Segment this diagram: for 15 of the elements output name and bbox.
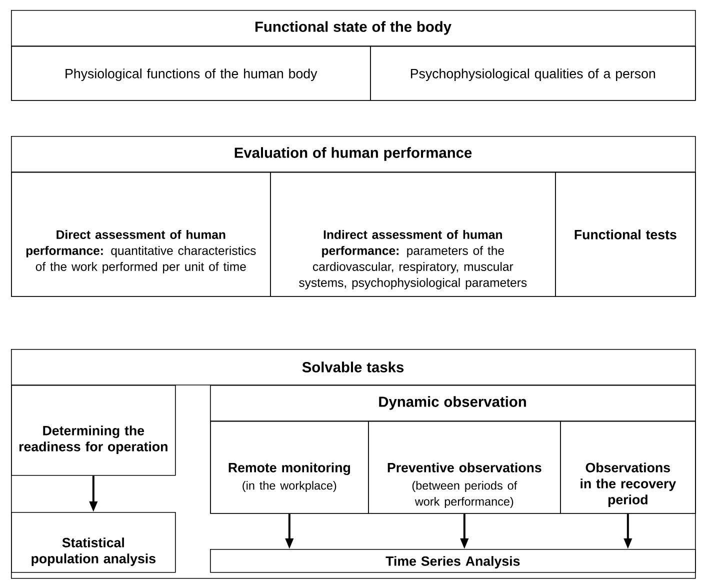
table-header: Functional state of the body — [255, 21, 452, 35]
process-box: Observations in the recovery period — [560, 421, 696, 514]
process-box: Functional tests — [555, 172, 696, 297]
process-box: Determining the readiness for operation — [11, 385, 176, 476]
process-box: Statistical population analysis — [11, 512, 176, 573]
table-cell: Indirect assessment of human performance: parameters of the cardiovascular, respiratory, muscular systems, psychophysiological parameters — [270, 172, 556, 297]
process-box: Remote monitoring (in the workplace) — [210, 421, 369, 514]
process-box: Time Series Analysis — [210, 549, 696, 573]
table-header: Solvable tasks — [302, 362, 404, 372]
table-header: Dynamic observation — [379, 396, 526, 410]
table-cell: Psychophysiological qualities of a person — [370, 46, 696, 101]
table-cell: Physiological functions of the human body — [11, 46, 371, 101]
process-box: Preventive observations (between periods of work performance) — [368, 421, 561, 514]
table-cell: Direct assessment of human performance: quantitative characteristics of the work performed per unit of time — [11, 172, 271, 297]
table-header: Evaluation of human performance — [234, 147, 472, 161]
